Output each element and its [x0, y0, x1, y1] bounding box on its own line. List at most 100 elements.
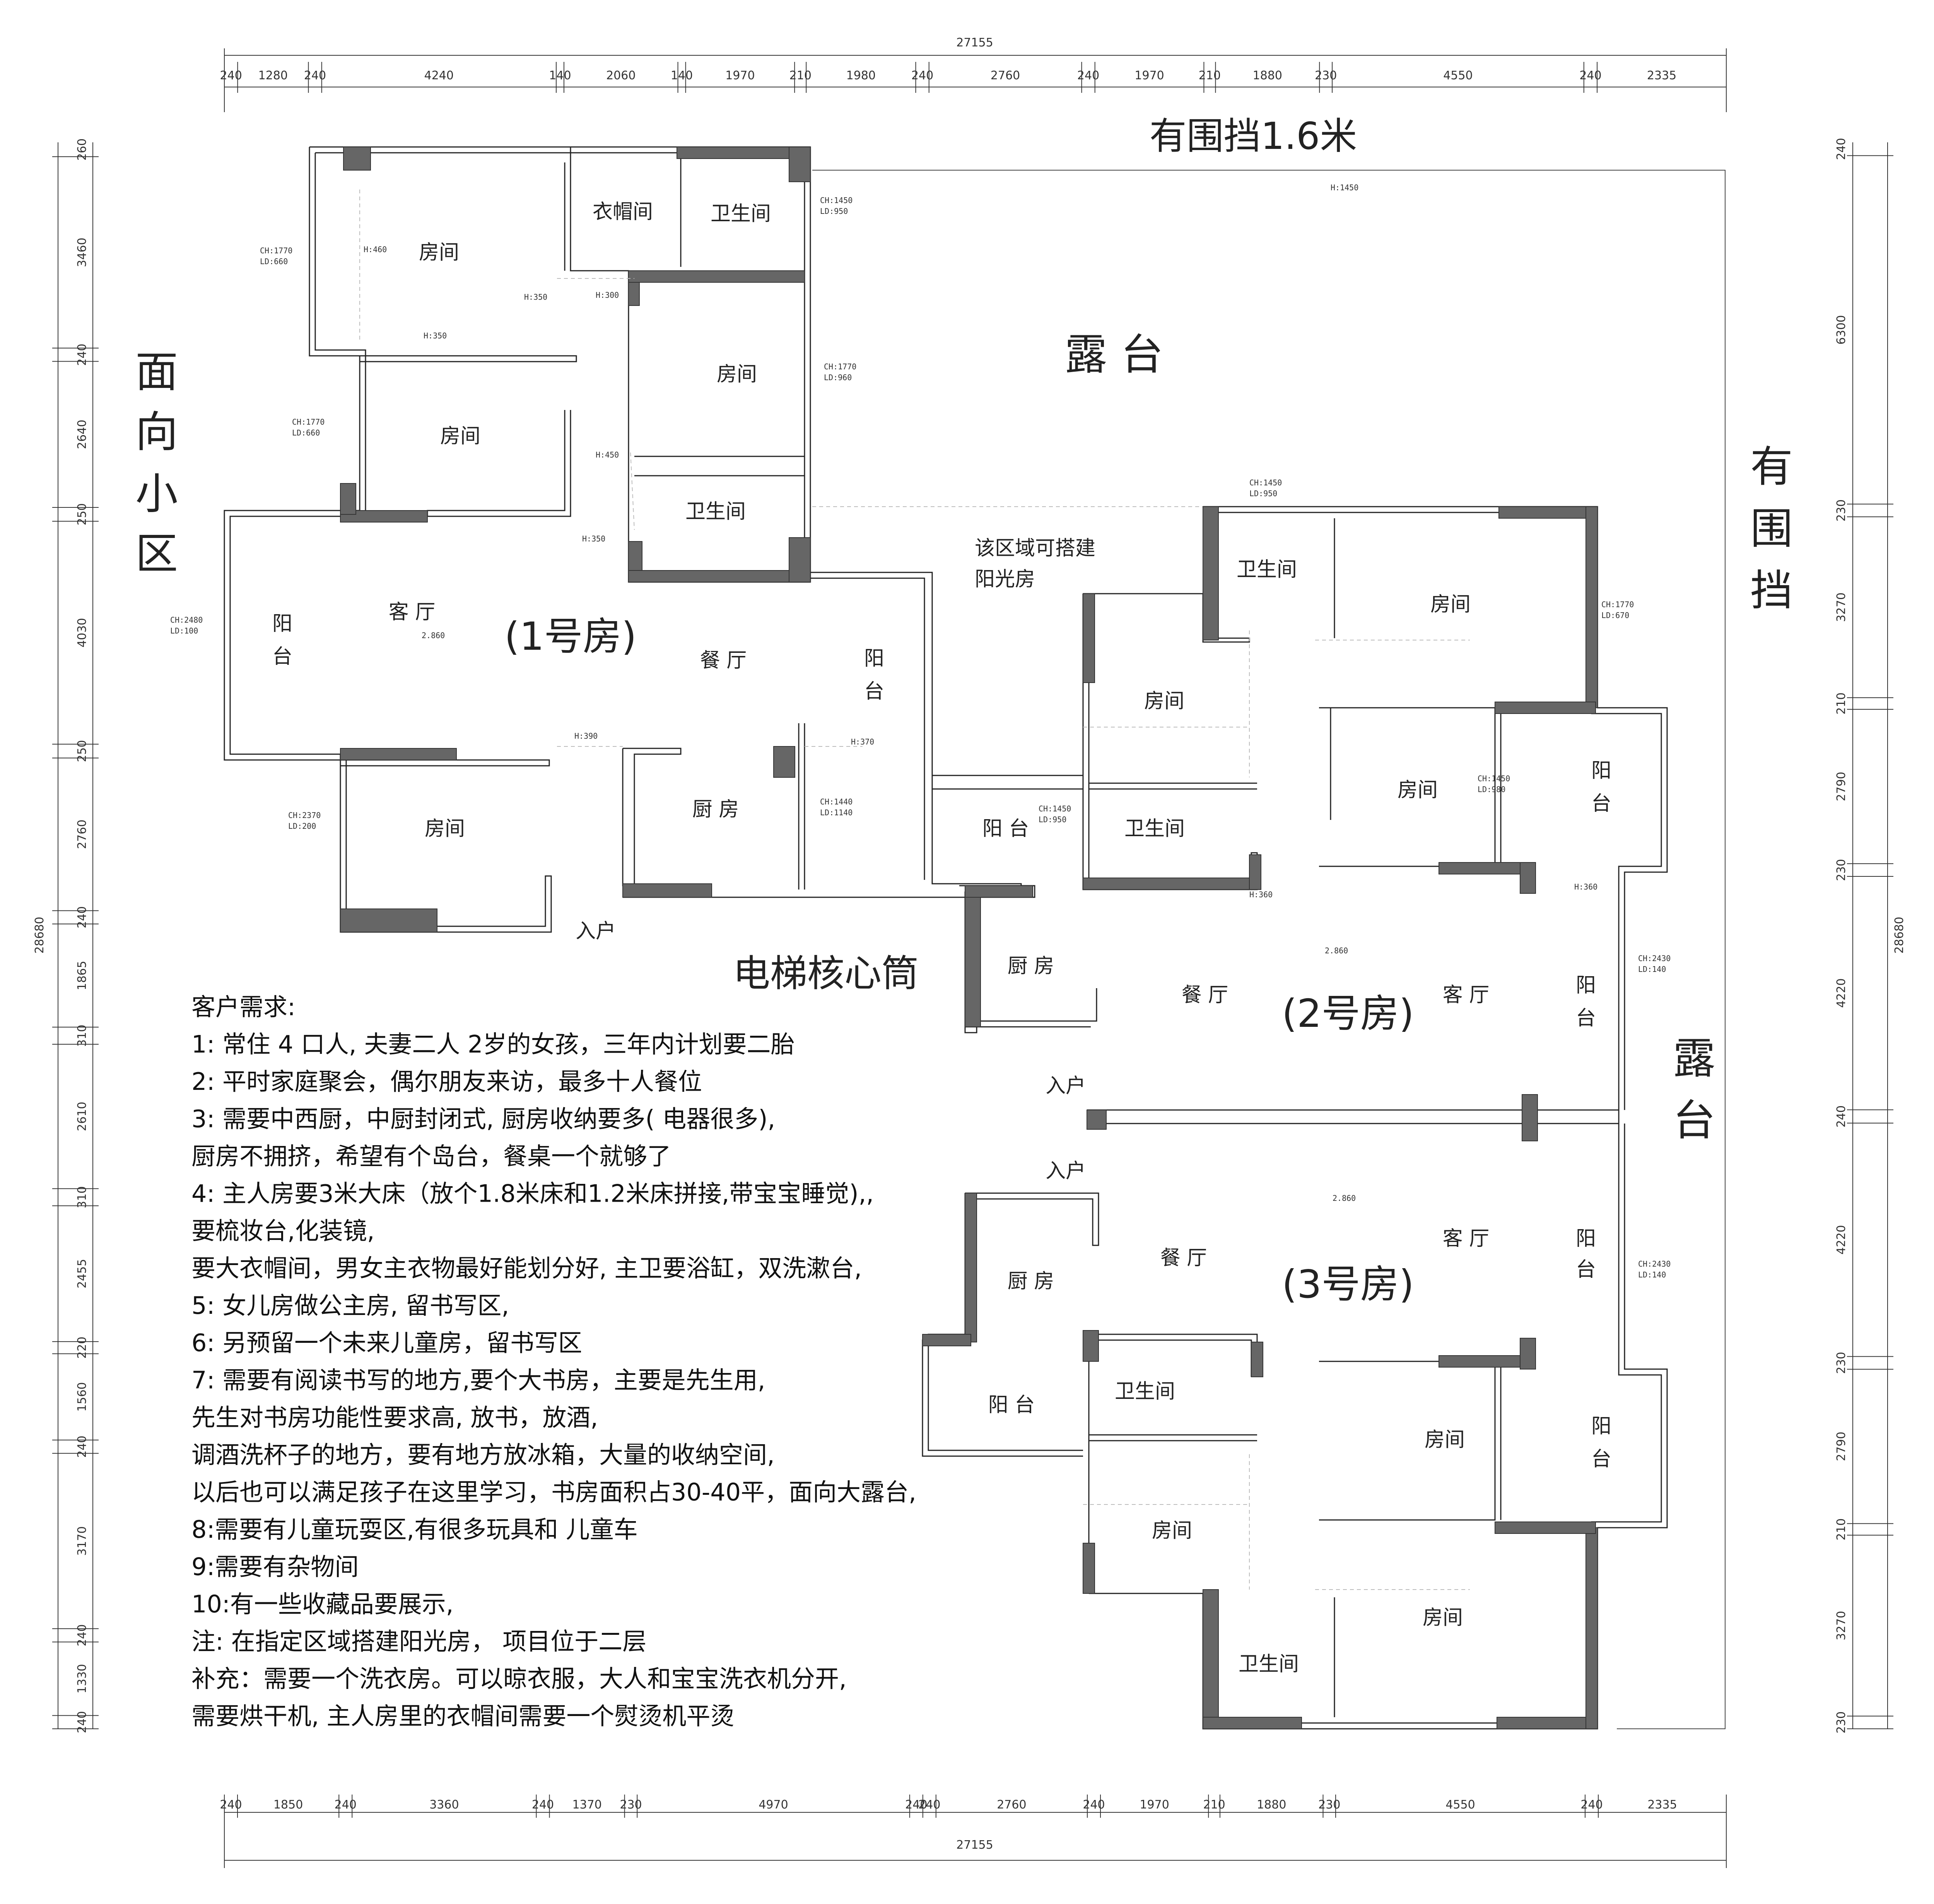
u2-entrance: 入户 — [1046, 1074, 1086, 1098]
svg-text:CH:1770: CH:1770 — [1601, 600, 1634, 609]
u3-dining: 餐 厅 — [1160, 1247, 1207, 1270]
requirement-line: 7: 需要有阅读书写的地方,要个大书房，主要是先生用, — [191, 1366, 765, 1394]
top-dim-value: 140 — [549, 69, 571, 82]
requirement-line: 1: 常住 4 口人, 夫妻二人 2岁的女孩，三年内计划要二胎 — [191, 1030, 794, 1059]
top-dim-value: 4240 — [424, 69, 454, 82]
right-dim-value: 6300 — [1835, 315, 1848, 345]
svg-text:2.860: 2.860 — [422, 631, 445, 640]
requirement-line: 5: 女儿房做公主房, 留书写区, — [191, 1291, 509, 1320]
left-dim-value: 3460 — [75, 237, 89, 267]
top-dim-value: 230 — [1315, 69, 1337, 82]
requirement-line: 8:需要有儿童玩耍区,有很多玩具和 儿童车 — [191, 1515, 638, 1544]
unit-3-walls — [922, 1124, 1668, 1730]
bottom-dim-value: 240 — [335, 1798, 357, 1812]
top-dim-value: 240 — [911, 69, 933, 82]
svg-text:CH:2430: CH:2430 — [1638, 954, 1671, 963]
u3-balcony-e-2: 台 — [1576, 1258, 1596, 1281]
requirement-line: 先生对书房功能性要求高, 放书，放酒, — [191, 1404, 598, 1432]
u3-bedroom-se: 房间 — [1423, 1606, 1463, 1629]
unit-2-room-labels: 卫生间 房间 房间 房间 阳 台 阳 台 卫生间 厨 房 餐 厅 客 厅 阳 台… — [982, 558, 1611, 1098]
top-dim-value: 1280 — [258, 69, 288, 82]
svg-text:LD:950: LD:950 — [1249, 489, 1277, 498]
right-dim-value: 210 — [1835, 692, 1848, 714]
svg-text:H:360: H:360 — [1574, 882, 1597, 891]
top-dim-value: 140 — [671, 69, 693, 82]
left-dim-value: 1560 — [75, 1382, 89, 1412]
svg-text:H:450: H:450 — [596, 450, 619, 459]
svg-text:CH:2370: CH:2370 — [288, 811, 321, 820]
bottom-dim-value: 230 — [1318, 1798, 1340, 1812]
svg-text:CH:1440: CH:1440 — [820, 797, 853, 806]
requirement-line: 9:需要有杂物间 — [191, 1553, 359, 1581]
left-dim-value: 310 — [75, 1186, 89, 1208]
requirement-line: 需要烘干机, 主人房里的衣帽间需要一个熨烫机平烫 — [191, 1702, 734, 1730]
u2-balcony-ne-1: 阳 — [1591, 759, 1611, 782]
u3-bathroom-s: 卫生间 — [1239, 1653, 1299, 1676]
u3-balcony-se-2: 台 — [1591, 1448, 1611, 1471]
u1-entrance: 入户 — [576, 920, 616, 943]
left-dim-value: 240 — [75, 344, 89, 366]
u1-bedroom-south: 房间 — [425, 817, 465, 840]
u3-bathroom-n: 卫生间 — [1115, 1380, 1175, 1403]
unit-3-dashed-lines — [1083, 1454, 1470, 1590]
left-dimension-lines: 28680 2603460240264025040302502760240186… — [33, 138, 99, 1733]
svg-text:LD:140: LD:140 — [1638, 965, 1666, 974]
right-dim-value: 240 — [1835, 138, 1848, 160]
top-dim-value: 240 — [304, 69, 326, 82]
right-dim-value: 4220 — [1835, 978, 1848, 1008]
left-dim-value: 240 — [75, 1624, 89, 1646]
svg-text:面: 面 — [135, 347, 178, 397]
bottom-dim-value: 240 — [1083, 1798, 1105, 1812]
top-dim-value: 1970 — [1134, 69, 1164, 82]
svg-text:露: 露 — [1673, 1034, 1715, 1083]
right-dim-value: 240 — [1835, 1105, 1848, 1127]
svg-text:LD:100: LD:100 — [170, 626, 198, 635]
total-width-top: 27155 — [956, 36, 993, 50]
u2-balcony-w: 阳 台 — [982, 817, 1029, 840]
svg-text:LD:670: LD:670 — [1601, 611, 1629, 620]
right-dim-value: 210 — [1835, 1518, 1848, 1540]
bottom-dim-value: 240 — [1580, 1798, 1603, 1812]
top-dim-value: 1880 — [1253, 69, 1282, 82]
requirement-line: 4: 主人房要3米大床（放个1.8米床和1.2米床拼接,带宝宝睡觉),, — [191, 1180, 874, 1208]
left-dim-value: 1865 — [75, 961, 89, 990]
svg-text:LD:660: LD:660 — [260, 257, 288, 266]
left-dimension-column: 2603460240264025040302502760240186531026… — [52, 138, 99, 1733]
svg-text:CH:1450: CH:1450 — [1478, 774, 1510, 783]
requirement-line: 补充：需要一个洗衣房。可以晾衣服，大人和宝宝洗衣机分开, — [191, 1665, 847, 1693]
right-dimension-column: 2406300230327021027902304220240422023027… — [1835, 138, 1893, 1733]
top-dim-value: 1980 — [846, 69, 876, 82]
top-dim-value: 240 — [1077, 69, 1099, 82]
u1-balcony-west-1: 阳 — [272, 612, 292, 635]
left-dim-value: 240 — [75, 1436, 89, 1458]
u2-dining: 餐 厅 — [1182, 984, 1228, 1007]
bottom-dim-value: 1850 — [273, 1798, 303, 1812]
bottom-dim-value: 2760 — [997, 1798, 1026, 1812]
right-dimension-lines: 28680 2406300230327021027902304220240422… — [1835, 138, 1906, 1734]
left-dim-value: 220 — [75, 1337, 89, 1359]
terrace-right-label: 露 台 — [1673, 1034, 1715, 1145]
svg-text:2.860: 2.860 — [1333, 1194, 1356, 1203]
requirement-line: 注: 在指定区域搭建阳光房， 项目位于二层 — [191, 1627, 646, 1656]
svg-text:LD:1140: LD:1140 — [820, 808, 853, 817]
u2-living: 客 厅 — [1443, 984, 1490, 1007]
elevator-core-walls — [932, 775, 1097, 1028]
left-dim-value: 3170 — [75, 1526, 89, 1556]
bottom-dim-value: 4550 — [1445, 1798, 1475, 1812]
u3-entrance: 入户 — [1046, 1159, 1086, 1183]
fence-right-label: 有 围 挡 — [1750, 442, 1793, 615]
left-dim-value: 2610 — [75, 1102, 89, 1131]
u3-kitchen: 厨 房 — [1008, 1270, 1054, 1293]
svg-text:H:1450: H:1450 — [1331, 183, 1358, 192]
svg-text:LD:950: LD:950 — [820, 207, 848, 216]
svg-text:小: 小 — [135, 469, 178, 519]
right-dim-value: 2790 — [1835, 772, 1848, 801]
svg-text:CH:2480: CH:2480 — [170, 615, 203, 625]
top-dim-value: 1970 — [725, 69, 755, 82]
elevator-core-label: 电梯核心筒 — [733, 952, 919, 995]
bottom-dim-value: 230 — [620, 1798, 642, 1812]
svg-text:LD:140: LD:140 — [1638, 1270, 1666, 1279]
face-community-label: 面 向 小 区 — [135, 347, 178, 579]
